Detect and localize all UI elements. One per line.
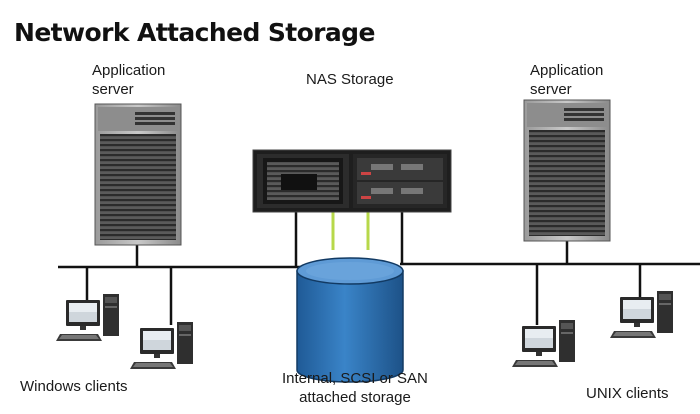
label-line: Application	[92, 62, 166, 79]
label-unix-clients: UNIX clients	[586, 385, 669, 402]
storage-cylinder-icon	[296, 257, 404, 383]
application-server-left	[94, 103, 182, 246]
label-nas-storage: NAS Storage	[306, 71, 394, 88]
label-windows-clients: Windows clients	[20, 378, 128, 395]
label-line: server	[92, 81, 134, 98]
label-storage: Internal, SCSI or SAN attached storage	[282, 369, 428, 407]
label-application-server-left: Application server	[92, 61, 165, 99]
nas-storage-device	[252, 149, 452, 213]
windows-client-2	[130, 322, 193, 369]
label-line: Internal, SCSI or SAN	[282, 370, 428, 387]
label-application-server-right: Application server	[530, 61, 603, 99]
unix-client-2	[610, 291, 673, 338]
application-server-right	[523, 99, 611, 242]
label-line: server	[530, 81, 572, 98]
diagram-title: Network Attached Storage	[14, 18, 375, 47]
unix-client-1	[512, 320, 575, 367]
windows-client-1	[56, 294, 119, 341]
label-line: attached storage	[299, 389, 411, 406]
label-line: Application	[530, 62, 604, 79]
